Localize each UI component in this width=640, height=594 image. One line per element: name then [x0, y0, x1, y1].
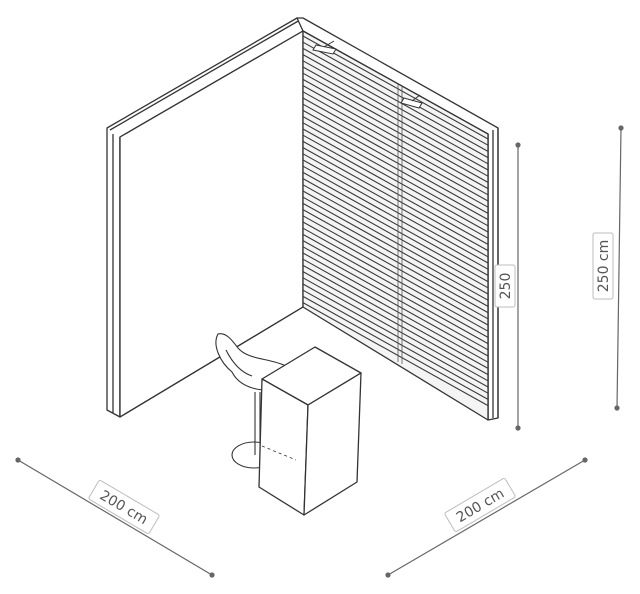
wall-slat — [302, 215, 489, 320]
wall-slat — [302, 159, 489, 264]
wall-slat — [302, 91, 489, 196]
counter — [258, 346, 362, 516]
height-wall-text: 250 — [498, 273, 514, 300]
wall-slat — [302, 258, 489, 363]
wall-slat — [302, 165, 489, 270]
left-wall — [106, 17, 304, 418]
wall-slat — [302, 54, 489, 159]
spotlight-1 — [312, 40, 337, 55]
wall-slat — [302, 233, 489, 338]
wall-slat — [302, 221, 489, 326]
wall-slat — [302, 184, 489, 289]
label-height-wall: 250 — [494, 264, 516, 308]
wall-slat — [302, 134, 489, 239]
label-width-right: 200 cm — [444, 477, 516, 533]
spotlight-2 — [400, 94, 423, 109]
wall-slat — [302, 190, 489, 295]
spotlights — [312, 40, 423, 109]
wall-slat — [302, 97, 489, 202]
width-right-dimension — [385, 457, 588, 578]
wall-slat — [302, 240, 489, 345]
right-wall — [296, 17, 499, 421]
wall-slat — [302, 202, 489, 307]
wall-slat — [302, 209, 489, 314]
height-wall-dimension — [515, 142, 521, 431]
wall-slat — [302, 103, 489, 208]
wall-slat — [302, 153, 489, 258]
wall-slats — [302, 35, 489, 407]
wall-slat — [302, 246, 489, 351]
wall-slat — [302, 295, 489, 400]
wall-slat — [302, 271, 489, 376]
wall-slat — [302, 289, 489, 394]
height-total-dimension — [614, 125, 624, 411]
wall-slat — [302, 109, 489, 214]
wall-slat — [302, 78, 489, 183]
wall-slat — [302, 140, 489, 245]
wall-slat — [302, 178, 489, 283]
wall-slat — [302, 47, 489, 152]
wall-slat — [302, 128, 489, 233]
floor-edges — [119, 306, 304, 418]
wall-slat — [302, 302, 489, 407]
wall-slat — [302, 60, 489, 165]
wall-slat — [302, 171, 489, 276]
width-left-dimension — [15, 457, 215, 578]
wall-slat — [302, 264, 489, 369]
label-height-total: 250 cm — [592, 232, 614, 300]
wall-slat — [302, 277, 489, 382]
wall-slat — [302, 252, 489, 357]
wall-slat — [302, 72, 489, 177]
wall-slat — [302, 122, 489, 227]
label-width-left: 200 cm — [88, 479, 160, 535]
wall-slat — [302, 66, 489, 171]
wall-slat — [302, 283, 489, 388]
height-total-text: 250 cm — [596, 240, 612, 293]
wall-slat — [302, 196, 489, 301]
wall-slat — [302, 227, 489, 332]
dimension-lines — [15, 125, 624, 578]
wall-slat — [302, 147, 489, 252]
wall-slat — [302, 41, 489, 146]
wall-slat — [302, 85, 489, 190]
wall-slat — [302, 116, 489, 221]
